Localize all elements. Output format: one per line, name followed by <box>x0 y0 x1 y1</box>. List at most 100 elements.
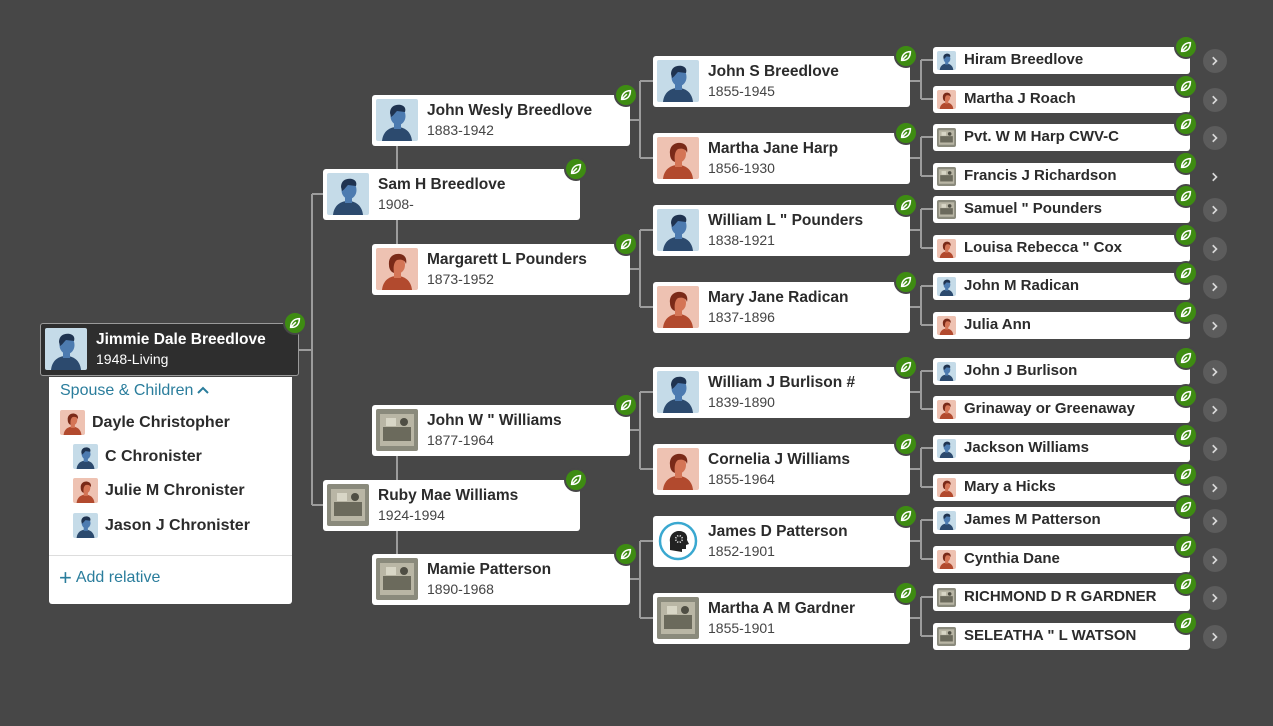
child-item[interactable]: Jason J Chronister <box>73 513 250 538</box>
person-name: Cornelia J Williams <box>708 451 850 468</box>
leaf-icon[interactable] <box>894 355 918 379</box>
ancestor-card[interactable]: Martha J Roach <box>933 86 1190 113</box>
leaf-icon[interactable] <box>1174 223 1198 247</box>
leaf-icon[interactable] <box>1174 462 1198 486</box>
ancestor-card[interactable]: Hiram Breedlove <box>933 47 1190 74</box>
person-name: John S Breedlove <box>708 63 839 80</box>
chevron-right-icon[interactable] <box>1203 360 1227 384</box>
connector-line <box>910 596 933 637</box>
leaf-icon[interactable] <box>614 83 638 107</box>
leaf-icon[interactable] <box>1174 423 1198 447</box>
chevron-right-icon[interactable] <box>1203 586 1227 610</box>
chevron-right-icon[interactable] <box>1203 237 1227 261</box>
chevron-right-icon[interactable] <box>1203 88 1227 112</box>
leaf-icon[interactable] <box>614 232 638 256</box>
ancestor-card[interactable]: Mary a Hicks <box>933 474 1190 501</box>
leaf-icon[interactable] <box>564 468 588 492</box>
ancestor-card[interactable]: Cynthia Dane <box>933 546 1190 573</box>
male-avatar-icon <box>657 60 699 102</box>
leaf-icon[interactable] <box>1174 534 1198 558</box>
child-item[interactable]: C Chronister <box>73 444 202 469</box>
ancestor-card[interactable]: John J Burlison <box>933 358 1190 385</box>
leaf-icon[interactable] <box>894 121 918 145</box>
chevron-right-icon[interactable] <box>1203 165 1227 189</box>
photo-thumbnail <box>937 627 956 646</box>
ancestor-card[interactable]: Jackson Williams <box>933 435 1190 462</box>
ancestor-card[interactable]: SELEATHA " L WATSON <box>933 623 1190 650</box>
ancestor-card[interactable]: Grinaway or Greenaway <box>933 396 1190 423</box>
ancestor-card[interactable]: Julia Ann <box>933 312 1190 339</box>
male-avatar-icon <box>73 444 98 469</box>
great-grandparent-card[interactable]: William J Burlison #1839-1890 <box>653 367 910 418</box>
leaf-icon[interactable] <box>283 311 307 335</box>
leaf-icon[interactable] <box>1174 572 1198 596</box>
chevron-right-icon[interactable] <box>1203 49 1227 73</box>
leaf-icon[interactable] <box>1174 151 1198 175</box>
leaf-icon[interactable] <box>1174 384 1198 408</box>
ancestor-card[interactable]: RICHMOND D R GARDNER <box>933 584 1190 611</box>
spouse-item[interactable]: Dayle Christopher <box>60 410 230 435</box>
male-avatar-icon <box>937 362 956 381</box>
person-name: John Wesly Breedlove <box>427 102 593 119</box>
person-dates: 1877-1964 <box>427 432 494 448</box>
ancestor-card[interactable]: Samuel " Pounders <box>933 196 1190 223</box>
chevron-right-icon[interactable] <box>1203 437 1227 461</box>
leaf-icon[interactable] <box>614 393 638 417</box>
child-item[interactable]: Julie M Chronister <box>73 478 245 503</box>
chevron-right-icon[interactable] <box>1203 198 1227 222</box>
person-name: Jackson Williams <box>964 439 1089 456</box>
leaf-icon[interactable] <box>1174 35 1198 59</box>
leaf-icon[interactable] <box>1174 261 1198 285</box>
leaf-icon[interactable] <box>1174 611 1198 635</box>
person-dates: 1852-1901 <box>708 543 775 559</box>
leaf-icon[interactable] <box>1174 495 1198 519</box>
ancestor-card[interactable]: John M Radican <box>933 273 1190 300</box>
person-name: John W " Williams <box>427 412 562 429</box>
leaf-icon[interactable] <box>894 581 918 605</box>
leaf-icon[interactable] <box>614 542 638 566</box>
chevron-right-icon[interactable] <box>1203 126 1227 150</box>
leaf-icon[interactable] <box>1174 300 1198 324</box>
grandparent-card[interactable]: John W " Williams 1877-1964 <box>372 405 630 456</box>
chevron-right-icon[interactable] <box>1203 398 1227 422</box>
leaf-icon[interactable] <box>894 504 918 528</box>
chevron-right-icon[interactable] <box>1203 476 1227 500</box>
leaf-icon[interactable] <box>894 44 918 68</box>
chevron-right-icon[interactable] <box>1203 548 1227 572</box>
leaf-icon[interactable] <box>894 193 918 217</box>
chevron-right-icon[interactable] <box>1203 509 1227 533</box>
leaf-icon[interactable] <box>894 270 918 294</box>
photo-thumbnail <box>937 588 956 607</box>
person-dates: 1873-1952 <box>427 271 494 287</box>
leaf-icon[interactable] <box>1174 184 1198 208</box>
leaf-icon[interactable] <box>1174 74 1198 98</box>
chevron-right-icon[interactable] <box>1203 314 1227 338</box>
spouse-children-toggle[interactable]: Spouse & Children <box>60 382 210 400</box>
leaf-icon[interactable] <box>894 432 918 456</box>
chevron-right-icon[interactable] <box>1203 275 1227 299</box>
ancestor-card[interactable]: Pvt. W M Harp CWV-C <box>933 124 1190 151</box>
ancestor-card[interactable]: James M Patterson <box>933 507 1190 534</box>
ancestor-card[interactable]: Louisa Rebecca " Cox <box>933 235 1190 262</box>
female-avatar-icon <box>657 286 699 328</box>
ancestor-card[interactable]: Francis J Richardson <box>933 163 1190 190</box>
add-relative-button[interactable]: +Add relative <box>59 567 160 589</box>
leaf-icon[interactable] <box>1174 346 1198 370</box>
chevron-right-icon[interactable] <box>1203 625 1227 649</box>
leaf-icon[interactable] <box>1174 112 1198 136</box>
leaf-icon[interactable] <box>564 157 588 181</box>
connector-line <box>910 136 933 177</box>
